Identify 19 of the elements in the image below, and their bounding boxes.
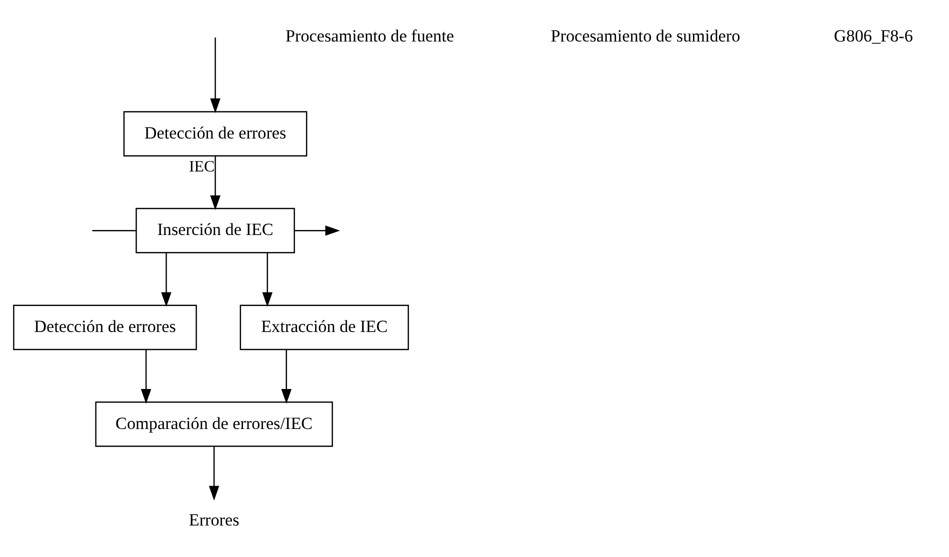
arrow — [294, 224, 340, 236]
label: Procesamiento de sumidero — [550, 26, 740, 45]
node-box: Inserción de IEC — [136, 207, 295, 253]
arrow — [281, 349, 292, 404]
arrow — [210, 37, 220, 113]
label: Procesamiento de fuente — [285, 26, 454, 45]
node-box: Detección de errores — [123, 110, 308, 156]
connector — [92, 229, 136, 231]
arrow — [208, 446, 220, 500]
node-text: Errores — [188, 510, 240, 530]
label: G806_F8-6 — [834, 26, 913, 45]
node-box: Comparación de errores/IEC — [95, 401, 333, 446]
arrow — [210, 156, 220, 210]
arrow — [140, 349, 152, 404]
arrow — [262, 252, 273, 306]
node-box: Detección de errores — [13, 304, 197, 350]
node-box: Extracción de IEC — [240, 304, 409, 350]
arrow — [161, 252, 172, 306]
edge-label: IEC — [188, 158, 215, 176]
